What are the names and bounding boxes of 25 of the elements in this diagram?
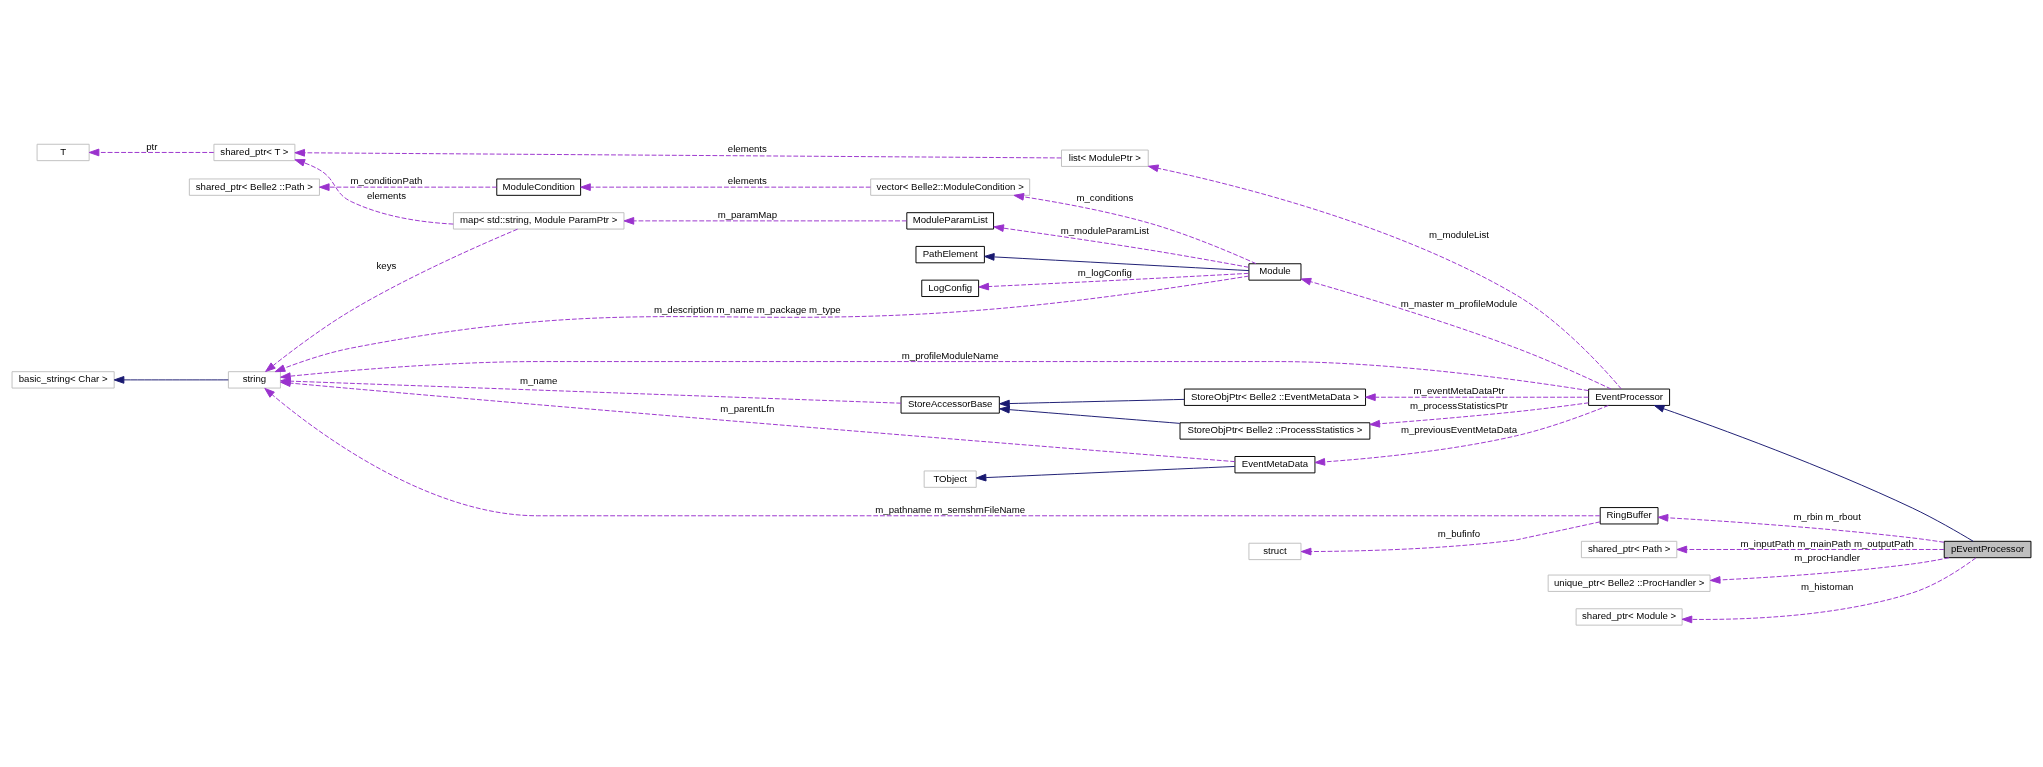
edge-label: m_moduleParamList — [1060, 225, 1149, 237]
edge-label: m_profileModuleName — [901, 349, 999, 361]
edge-label: m_processStatisticsPtr — [1410, 399, 1508, 411]
edge-label: m_logConfig — [1077, 266, 1132, 278]
edge-label: m_eventMetaDataPtr — [1413, 385, 1505, 397]
edge-label: m_bufinfo — [1437, 527, 1481, 539]
edge-label: keys — [376, 260, 397, 272]
edge-label: elements — [366, 189, 406, 201]
edge-label: m_procHandler — [1794, 552, 1861, 564]
edge-label: m_name — [519, 374, 558, 386]
edge-label: elements — [727, 175, 767, 187]
edge-label: m_parentLfn — [720, 402, 775, 414]
edge-label: m_inputPath m_mainPath m_outputPath — [1740, 537, 1914, 549]
edge-label: m_paramMap — [717, 208, 778, 220]
edge-label: m_conditions — [1076, 191, 1134, 203]
edge-label: m_pathname m_semshmFileName — [875, 503, 1026, 515]
edge-label: m_previousEventMetaData — [1400, 423, 1518, 435]
edge-label: m_rbin m_rbout — [1793, 510, 1861, 522]
edge-label: m_master m_profileModule — [1400, 297, 1518, 309]
edge-label: elements — [727, 143, 767, 155]
edge-label: ptr — [146, 140, 158, 152]
edge-label: m_moduleList — [1429, 229, 1489, 241]
edge-label: m_description m_name m_package m_type — [653, 304, 841, 316]
edge-label: m_histoman — [1800, 580, 1854, 592]
edge-label: m_conditionPath — [350, 175, 423, 187]
